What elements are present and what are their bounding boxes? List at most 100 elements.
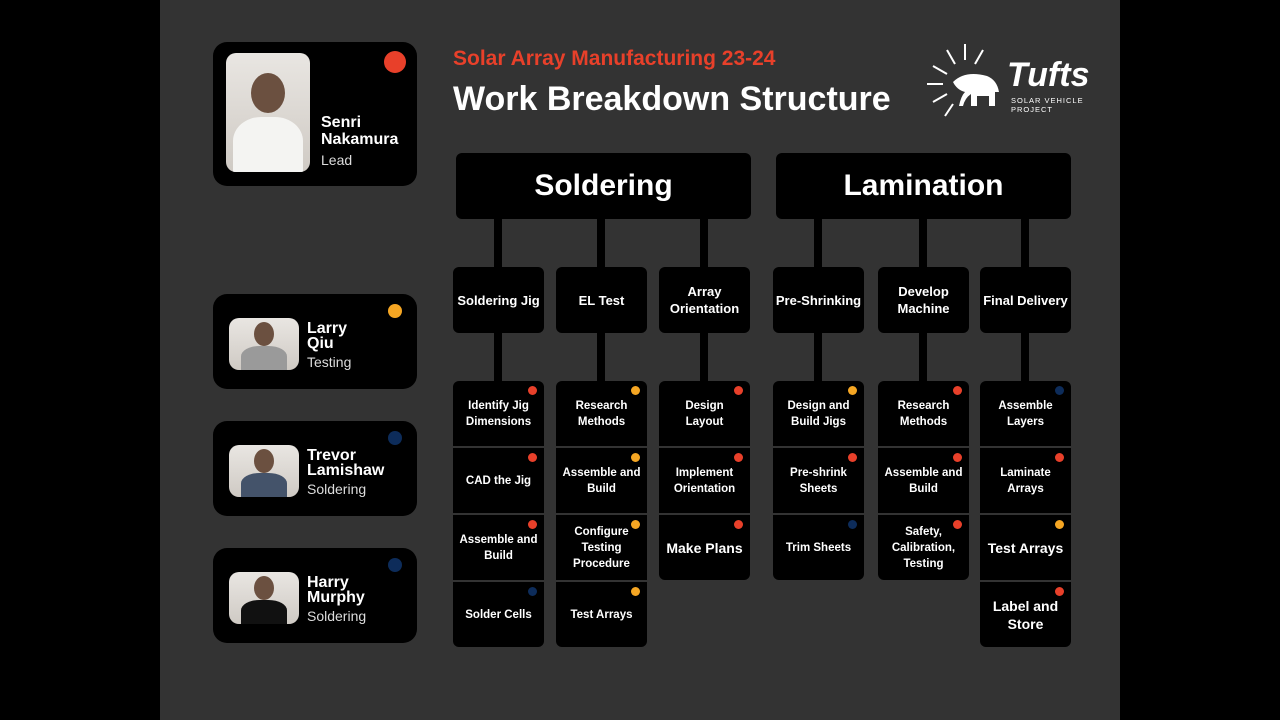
status-dot xyxy=(734,386,743,395)
task-cell: Trim Sheets xyxy=(773,515,864,580)
task-cell: Pre-shrink Sheets xyxy=(773,448,864,513)
task-label: CAD the Jig xyxy=(465,474,532,487)
avatar-head xyxy=(254,449,274,473)
task-cell: Research Methods xyxy=(878,381,969,446)
status-dot xyxy=(734,520,743,529)
member-first-name: Harry xyxy=(307,574,349,591)
task-cell: Test Arrays xyxy=(556,582,647,647)
task-cell: Label and Store xyxy=(980,582,1071,647)
subtitle: Solar Array Manufacturing 23-24 xyxy=(453,47,776,70)
member-last-name: Qiu xyxy=(307,335,334,352)
task-label: Design and Build Jigs xyxy=(787,399,850,428)
member-role: Soldering xyxy=(307,608,367,624)
status-dot xyxy=(953,453,962,462)
connector-line xyxy=(597,218,605,268)
task-label: Test Arrays xyxy=(987,539,1064,556)
status-dot xyxy=(1055,520,1064,529)
connector-line xyxy=(814,332,822,382)
connector-line xyxy=(1021,332,1029,382)
connector-line xyxy=(494,218,502,268)
connector-line xyxy=(919,218,927,268)
task-label: Assemble and Build xyxy=(562,466,641,495)
status-dot xyxy=(1055,453,1064,462)
status-dot xyxy=(848,453,857,462)
task-label: Assemble and Build xyxy=(459,533,538,562)
category-soldering: Soldering xyxy=(456,153,751,219)
status-dot xyxy=(734,453,743,462)
task-label: Implement Orientation xyxy=(673,466,736,495)
page-title: Work Breakdown Structure xyxy=(453,80,891,118)
task-cell: Assemble and Build xyxy=(556,448,647,513)
avatar-body xyxy=(241,600,287,624)
connector-line xyxy=(814,218,822,268)
member-first-name: Senri xyxy=(321,114,362,131)
member-first-name: Trevor xyxy=(307,447,356,464)
task-cell: Solder Cells xyxy=(453,582,544,647)
task-cell: Laminate Arrays xyxy=(980,448,1071,513)
status-dot xyxy=(1055,386,1064,395)
task-label: Trim Sheets xyxy=(785,541,852,554)
task-label: Identify Jig Dimensions xyxy=(465,399,532,428)
connector-line xyxy=(700,218,708,268)
team-card-lead: Senri Nakamura Lead xyxy=(213,42,417,186)
task-cell: Configure Testing Procedure xyxy=(556,515,647,580)
category-lamination: Lamination xyxy=(776,153,1071,219)
status-dot xyxy=(528,453,537,462)
avatar-head xyxy=(254,576,274,600)
avatar xyxy=(229,318,299,370)
member-last-name: Nakamura xyxy=(321,131,399,148)
task-cell: Design Layout xyxy=(659,381,750,446)
avatar xyxy=(226,53,310,172)
task-label: Assemble and Build xyxy=(884,466,963,495)
sun-elephant-icon xyxy=(927,44,999,117)
task-label: Make Plans xyxy=(666,539,743,556)
task-label: Pre-shrink Sheets xyxy=(790,466,847,495)
status-dot xyxy=(953,386,962,395)
status-dot xyxy=(384,51,406,73)
task-cell: Assemble and Build xyxy=(878,448,969,513)
status-dot xyxy=(528,520,537,529)
logo-tagline: SOLAR VEHICLE PROJECT xyxy=(1011,96,1084,114)
task-label: Test Arrays xyxy=(570,608,633,621)
status-dot xyxy=(631,453,640,462)
subcategory-box: Develop Machine xyxy=(878,267,969,333)
subcategory-box: Pre-Shrinking xyxy=(773,267,864,333)
status-dot xyxy=(528,386,537,395)
status-dot xyxy=(631,386,640,395)
task-cell: CAD the Jig xyxy=(453,448,544,513)
avatar-head xyxy=(254,322,274,346)
avatar-body xyxy=(241,473,287,497)
member-role: Testing xyxy=(307,354,352,370)
subcategory-box: Final Delivery xyxy=(980,267,1071,333)
avatar xyxy=(229,572,299,624)
status-dot xyxy=(388,304,402,318)
subcategory-box: EL Test xyxy=(556,267,647,333)
subcategory-box: Soldering Jig xyxy=(453,267,544,333)
status-dot xyxy=(388,431,402,445)
task-label: Laminate Arrays xyxy=(1000,466,1051,495)
task-cell: Design and Build Jigs xyxy=(773,381,864,446)
status-dot xyxy=(1055,587,1064,596)
status-dot xyxy=(528,587,537,596)
status-dot xyxy=(388,558,402,572)
tufts-logo: Tufts SOLAR VEHICLE PROJECT xyxy=(925,42,1105,122)
task-cell: Identify Jig Dimensions xyxy=(453,381,544,446)
task-cell: Safety, Calibration, Testing xyxy=(878,515,969,580)
task-cell: Test Arrays xyxy=(980,515,1071,580)
connector-line xyxy=(700,332,708,382)
member-role: Lead xyxy=(321,152,353,168)
member-last-name: Lamishaw xyxy=(307,462,385,479)
task-label: Assemble Layers xyxy=(998,399,1053,428)
status-dot xyxy=(848,520,857,529)
task-cell: Implement Orientation xyxy=(659,448,750,513)
avatar-body xyxy=(241,346,287,370)
task-cell: Assemble and Build xyxy=(453,515,544,580)
task-cell: Assemble Layers xyxy=(980,381,1071,446)
task-label: Solder Cells xyxy=(465,608,532,621)
status-dot xyxy=(848,386,857,395)
member-first-name: Larry xyxy=(307,320,348,337)
status-dot xyxy=(631,587,640,596)
logo-name: Tufts xyxy=(1007,56,1090,94)
